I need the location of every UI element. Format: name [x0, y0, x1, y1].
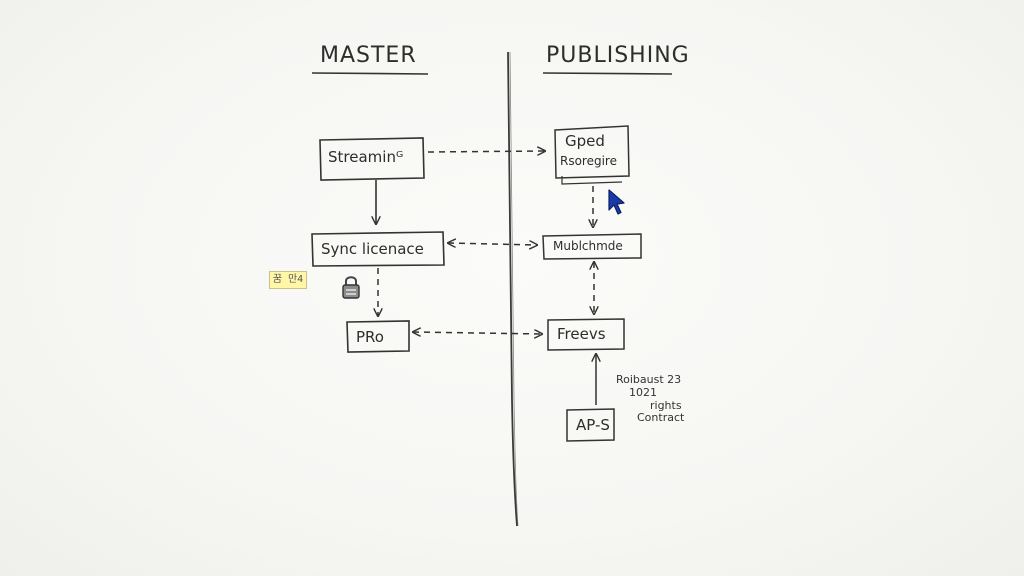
arrow-streaming-to-gped — [427, 151, 545, 152]
rsoregire-label: Rsoregire — [560, 154, 617, 168]
arrow-sync-mublchmde — [448, 243, 537, 245]
gped-label: Gped — [565, 132, 605, 150]
aps-box — [566, 408, 615, 442]
freevs-label: Freevs — [557, 325, 606, 343]
sticky-note: 꿈 만4 — [269, 271, 307, 289]
streaming-label: Streaminᴳ — [328, 148, 404, 166]
mouse-pointer-icon — [607, 188, 627, 220]
pro-box — [346, 320, 410, 353]
publishing-heading: PUBLISHING — [546, 43, 690, 68]
freevs-box — [547, 318, 625, 351]
sync-licence-label: Sync licenace — [321, 240, 424, 258]
annotation-line-1: Roibaust 23 — [616, 373, 682, 386]
master-underline — [311, 72, 429, 75]
gped-box — [554, 125, 630, 179]
pro-label: PRo — [356, 328, 384, 346]
annotation-line-4: Contract — [637, 411, 685, 424]
annotation-line-3: rights — [650, 399, 682, 412]
aps-label: AP-S — [576, 416, 610, 434]
annotation-line-2: 1021 — [629, 386, 657, 399]
mublchmde-label: Mublchmde — [553, 239, 623, 253]
publishing-underline — [542, 72, 673, 75]
center-divider — [507, 51, 518, 527]
streaming-box — [319, 137, 425, 181]
lock-icon — [340, 274, 362, 304]
sync-licence-box — [311, 231, 445, 267]
arrow-pro-freevs — [413, 332, 542, 334]
mublchmde-box — [542, 233, 642, 260]
master-heading: MASTER — [320, 43, 417, 68]
